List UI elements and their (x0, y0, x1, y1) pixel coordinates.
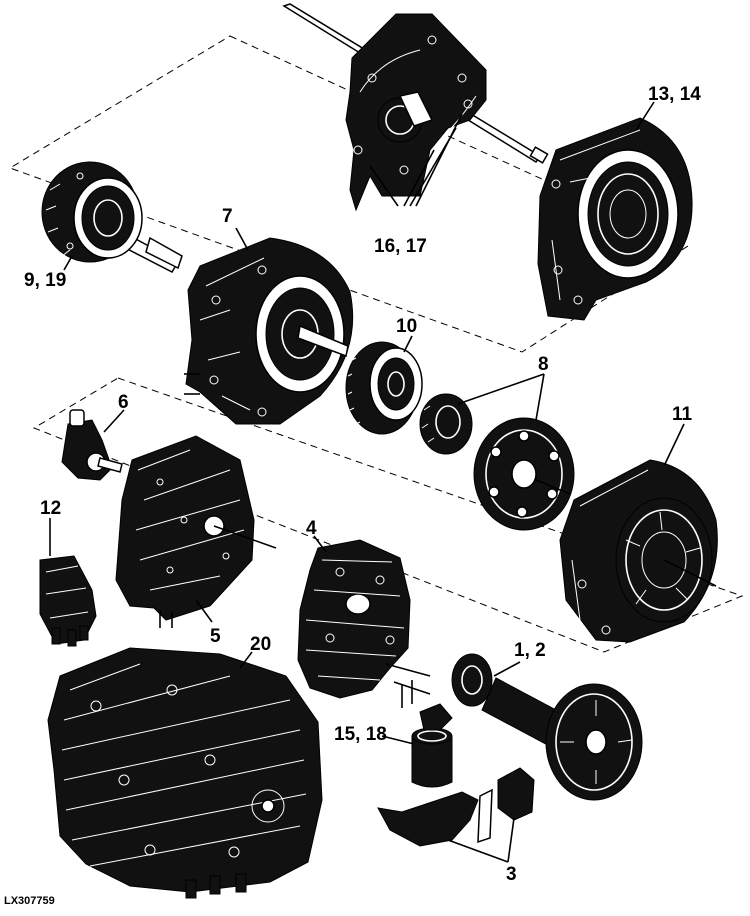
valve-body-4 (297, 539, 431, 699)
callout-3: 3 (506, 864, 517, 885)
gear-drum-10 (345, 341, 423, 435)
brackets-3 (377, 767, 535, 847)
mounting-plate-with-shaft (282, 3, 549, 212)
callout-20: 20 (250, 634, 271, 655)
drive-shaft-1-2 (451, 653, 643, 801)
transmission-assembly-20 (47, 647, 323, 899)
clutch-hub-9-19 (41, 161, 183, 273)
callout-7: 7 (222, 206, 233, 227)
pump-6 (61, 409, 123, 481)
housing-13-14 (537, 117, 693, 321)
callout-4: 4 (306, 518, 317, 539)
housing-7 (184, 237, 354, 425)
valve-housing-5 (115, 435, 277, 628)
gear-and-disc-8 (419, 393, 575, 531)
housing-11 (559, 459, 718, 643)
callout-8: 8 (538, 354, 549, 375)
figure-id: LX307759 (4, 895, 55, 907)
filter-15-18 (401, 680, 453, 788)
callout-6: 6 (118, 392, 129, 413)
callout-15-18: 15, 18 (334, 724, 387, 745)
callout-16-17: 16, 17 (374, 236, 427, 257)
callout-11: 11 (672, 404, 693, 425)
upper-assembly-group-boundary (8, 35, 690, 353)
callout-12: 12 (40, 498, 61, 519)
callout-9-19: 9, 19 (24, 270, 66, 291)
solenoid-block-12 (39, 555, 97, 647)
callout-1-2: 1, 2 (514, 640, 546, 661)
callout-5: 5 (210, 626, 221, 647)
callout-leader-lines (49, 101, 685, 863)
lower-assembly-group-boundary (32, 377, 744, 653)
callout-10: 10 (396, 316, 417, 337)
callout-13-14: 13, 14 (648, 84, 701, 105)
